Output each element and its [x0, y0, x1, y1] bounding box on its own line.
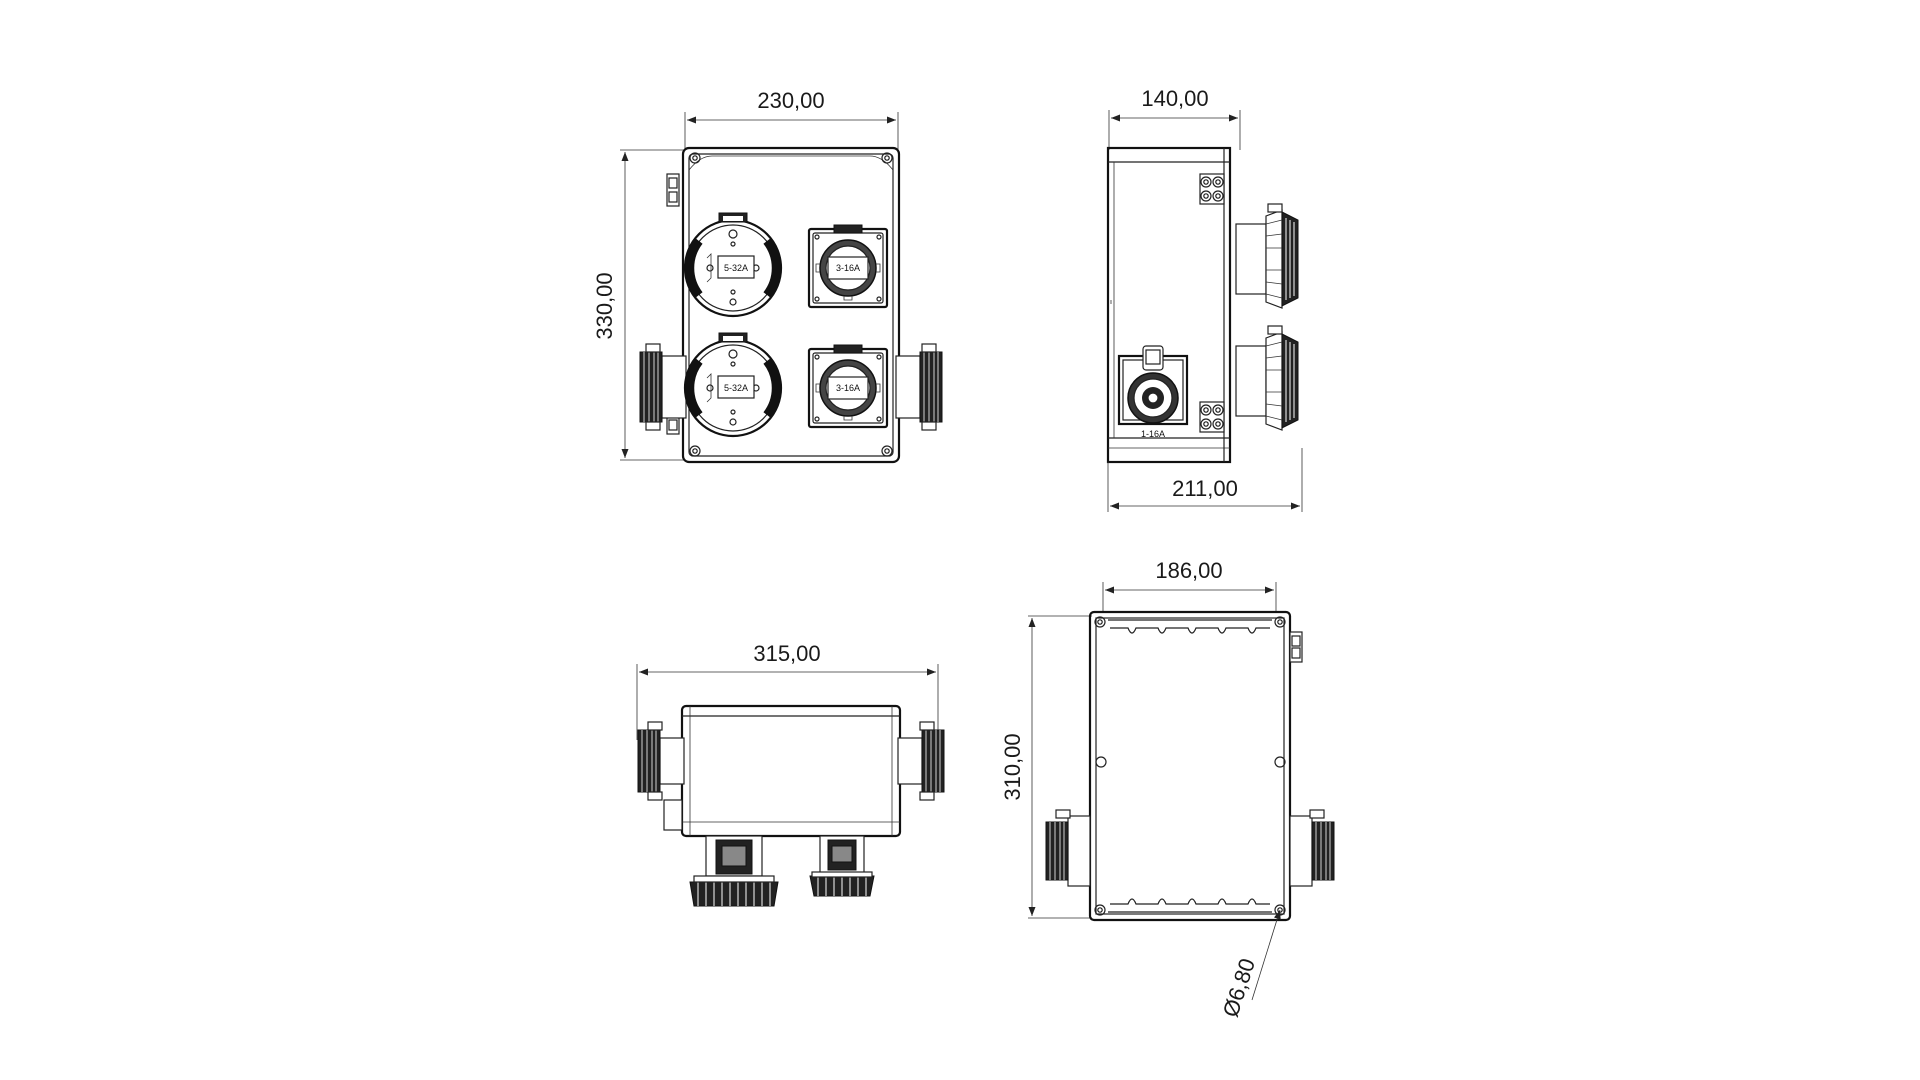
- socket-label-top-left: 5-32A: [724, 263, 748, 273]
- rear-view: 186,00 310,00: [1000, 558, 1335, 1020]
- socket-front-top-right: 3-16A: [807, 223, 889, 309]
- bottom-socket-large: [689, 835, 779, 907]
- rear-left-side-socket: [1045, 809, 1091, 887]
- dim-bottom-width: 315,00: [753, 641, 820, 666]
- socket-label-bottom-right: 3-16A: [836, 383, 860, 393]
- dim-front-width: 230,00: [757, 88, 824, 113]
- side-view: 140,00: [1106, 86, 1303, 512]
- bottom-socket-small: [809, 835, 875, 897]
- socket-label-side: 1-16A: [1141, 429, 1165, 439]
- dim-hole-diameter: Ø6,80: [1218, 955, 1260, 1020]
- front-right-side-socket: [895, 343, 943, 431]
- rear-mount-hole-right: [1274, 756, 1286, 768]
- side-socket-lower: [1235, 325, 1299, 431]
- dim-side-depth: 211,00: [1172, 476, 1238, 501]
- dim-rear-width: 186,00: [1155, 558, 1222, 583]
- bottom-left-side-socket: [637, 721, 685, 831]
- socket-front-bottom-right: 3-16A: [807, 343, 889, 429]
- socket-front-top-left: 5-32A: [685, 213, 781, 316]
- front-left-side-socket: [639, 343, 687, 431]
- socket-label-top-right: 3-16A: [836, 263, 860, 273]
- rear-mount-hole-left: [1095, 756, 1107, 768]
- rear-bottom-rail: [1094, 898, 1286, 916]
- side-socket-1-16a: 1-16A: [1117, 345, 1189, 439]
- dim-side-width: 140,00: [1141, 86, 1208, 111]
- side-socket-upper: [1235, 203, 1299, 309]
- dim-rear-height: 310,00: [1000, 733, 1025, 800]
- bottom-view: 315,00: [636, 641, 945, 907]
- dim-front-height: 330,00: [592, 272, 617, 339]
- socket-front-bottom-left: 5-32A: [685, 333, 781, 436]
- rear-right-side-socket: [1289, 809, 1335, 887]
- socket-label-bottom-left: 5-32A: [724, 383, 748, 393]
- bottom-right-side-socket: [897, 721, 945, 801]
- front-view: 230,00 330,00: [592, 88, 943, 464]
- rear-top-rail: [1094, 616, 1286, 634]
